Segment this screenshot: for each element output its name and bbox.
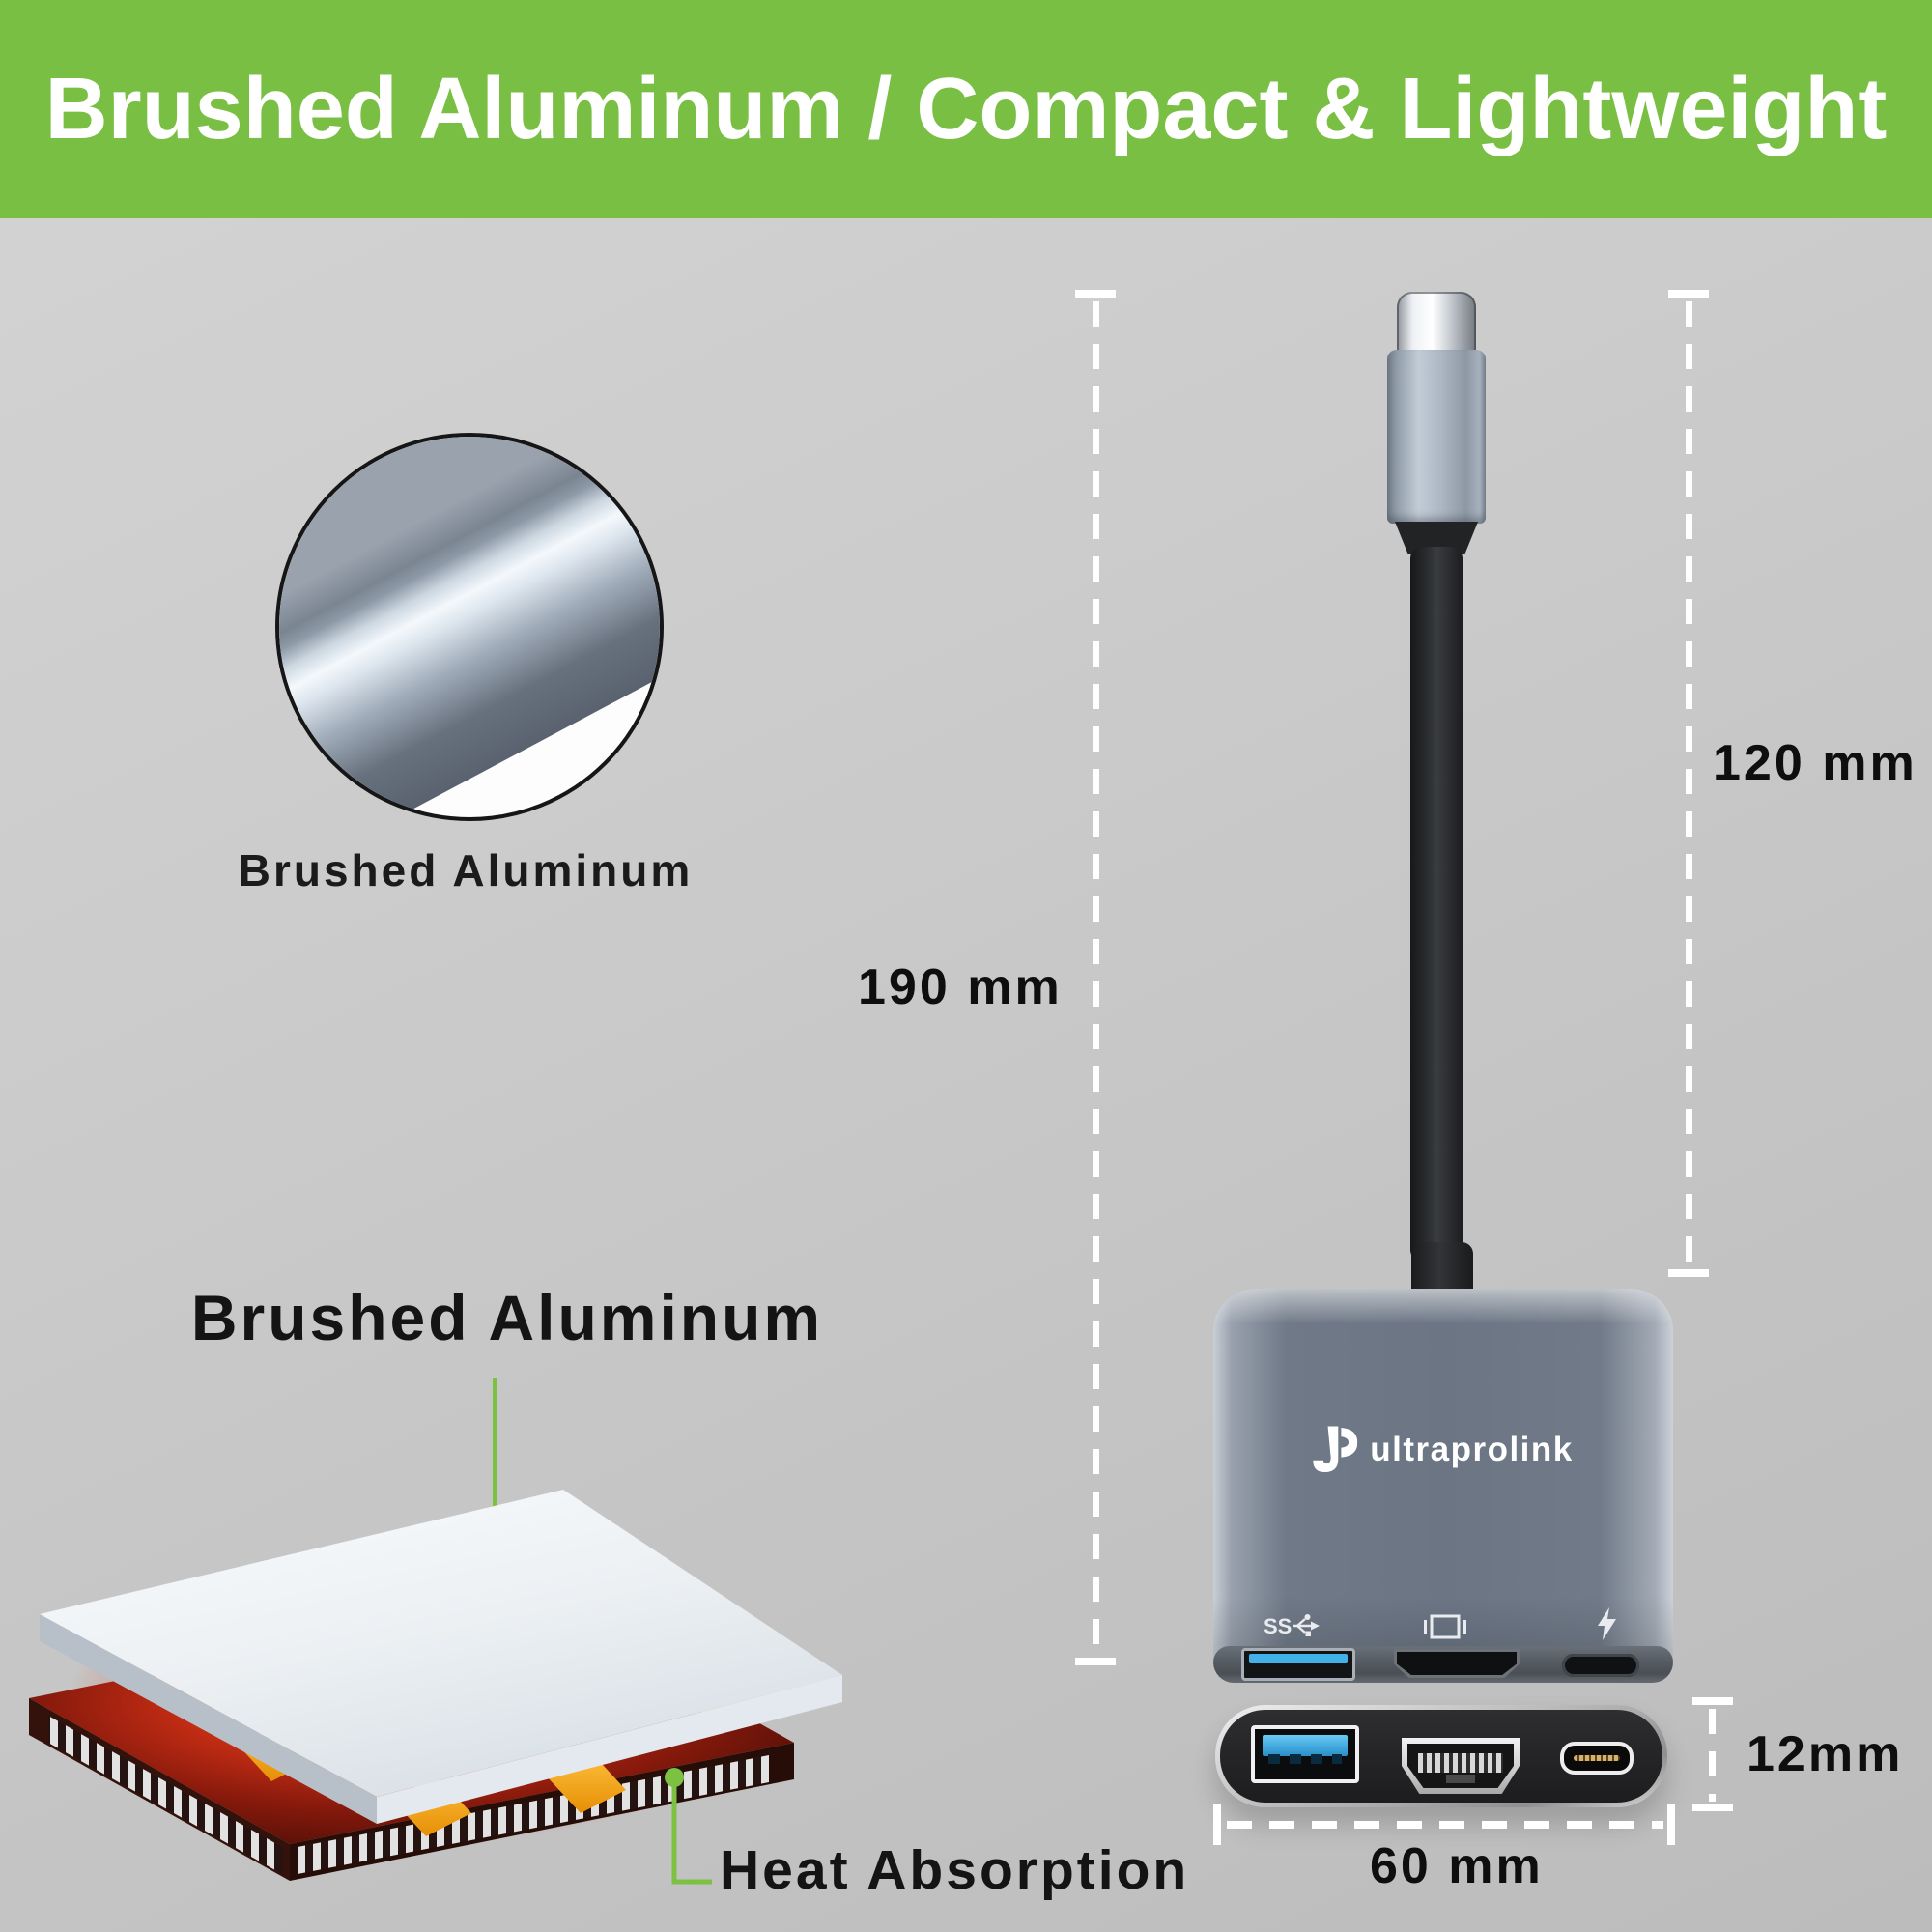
dim-cable-label: 120 mm [1713,735,1918,791]
usb-c-plug-tip [1397,292,1476,354]
usb-c-port-bottom [1560,1742,1634,1775]
brand-logo: ultraprolink [1313,1426,1574,1474]
dim-thickness-cap-top [1692,1697,1733,1705]
dim-thickness-line [1709,1709,1716,1802]
heat-absorption-illustration [29,1490,842,1885]
display-icon [1424,1614,1466,1639]
dim-cable-cap-top [1668,290,1709,298]
dim-total-label: 190 mm [858,959,1063,1015]
usb-a-port-front [1241,1648,1355,1681]
aluminum-plate-side-left [40,1614,377,1824]
heat-callout-dot [665,1768,684,1787]
dim-total-cap-top [1075,290,1116,298]
dim-total-cap-bottom [1075,1658,1116,1665]
dim-width-cap-right [1667,1804,1675,1845]
hub-body: ultraprolink SS [1213,1289,1673,1683]
page-title: Brushed Aluminum / Compact & Lightweight [44,60,1888,157]
usb-a-port-bottom [1251,1725,1359,1783]
dim-width-line [1227,1821,1663,1829]
usb-c-port-front [1562,1654,1639,1677]
hdmi-center-tab [1446,1775,1475,1783]
header-banner: Brushed Aluminum / Compact & Lightweight [0,0,1932,218]
dim-width-label: 60 mm [1370,1838,1544,1894]
hub-bottom-view [1215,1705,1667,1807]
usb-c-plug-shell [1387,350,1486,524]
cable [1410,547,1463,1262]
dim-total-line [1093,301,1099,1654]
aluminum-plate-top [40,1490,842,1797]
usb-a-tongue [1249,1654,1348,1663]
lightning-icon [1598,1607,1616,1640]
dim-width-cap-left [1213,1804,1221,1845]
heat-absorption-label: Heat Absorption [720,1839,1190,1901]
material-zoom-label: Brushed Aluminum [238,845,694,895]
dim-thickness-label: 12mm [1747,1726,1904,1782]
dim-thickness-cap-bottom [1692,1804,1733,1811]
hdmi-opening [1397,1652,1517,1675]
ss-usb-marking: SS [1264,1614,1292,1638]
material-zoom-circle [275,433,664,821]
dim-cable-line [1686,301,1692,1265]
heat-callout-line [671,1777,712,1885]
chip-legs-left [48,1716,282,1874]
plate-callout-line [493,1378,497,1529]
usb-a-tongue [1263,1735,1348,1756]
dim-cable-cap-bottom [1668,1269,1709,1277]
aluminum-plate-side-right [377,1675,842,1824]
aluminum-edge-closeup [279,437,660,817]
heatsink-plate-label: Brushed Aluminum [190,1282,824,1353]
chip-legs-right [298,1755,769,1874]
usb-c-contacts [1574,1755,1620,1761]
ultraprolink-logo-icon [1313,1426,1358,1472]
ss-usb3-icon: SS [1264,1614,1320,1638]
hdmi-pins [1418,1753,1503,1773]
brand-name: ultraprolink [1370,1431,1574,1468]
hdmi-port-front [1394,1649,1520,1678]
hub-bottom-face [1220,1710,1662,1803]
usb-a-contacts [1268,1754,1342,1764]
hdmi-port-bottom [1402,1738,1520,1794]
